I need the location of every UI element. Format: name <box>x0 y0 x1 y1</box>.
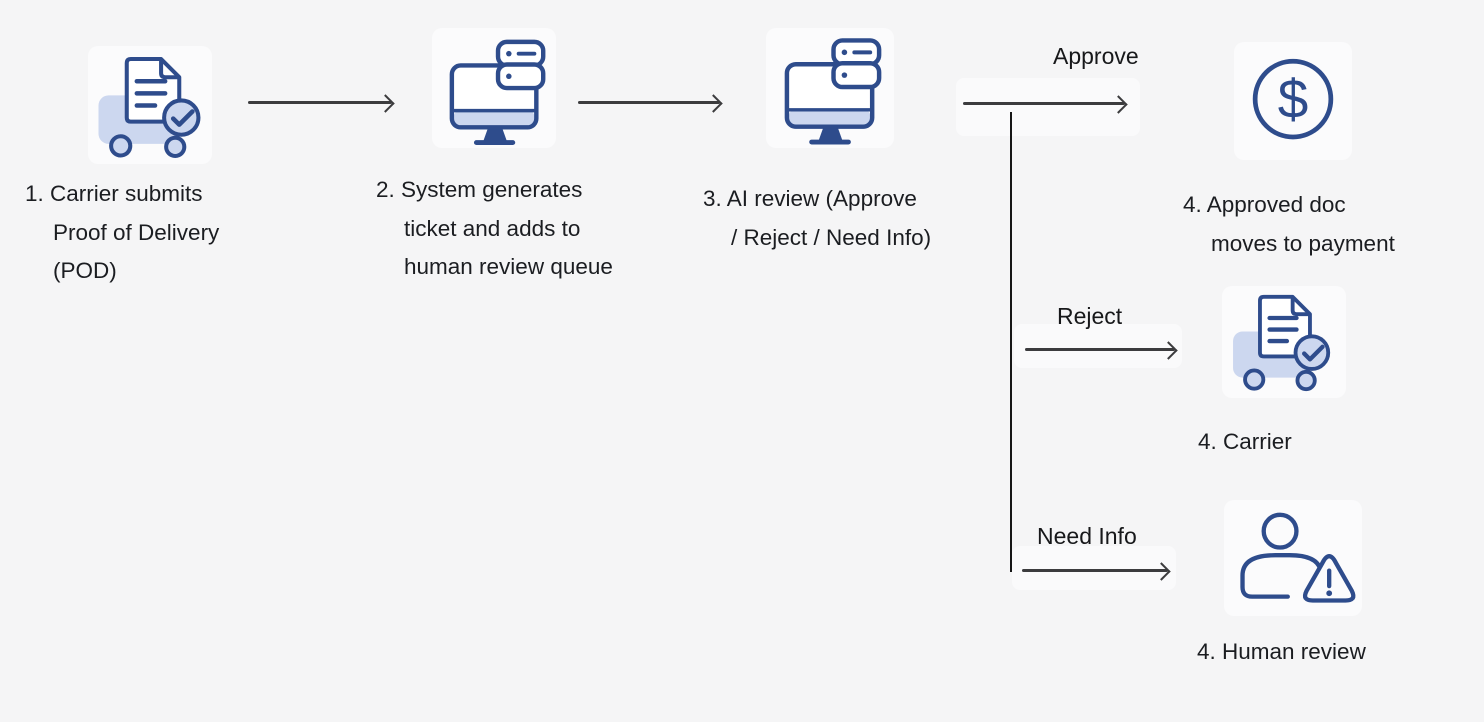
approve-branch-label: Approve <box>1053 43 1139 69</box>
person-alert-icon <box>1230 507 1360 615</box>
reject-arrow-plate <box>1014 324 1182 368</box>
step2-label: 2. System generates ticket and adds to h… <box>376 171 613 287</box>
step2-line3: human review queue <box>404 254 613 279</box>
arrow-reject <box>1025 348 1175 351</box>
reject-outcome-label: 4. Carrier <box>1198 423 1292 462</box>
arrow-step1-to-step2 <box>248 101 392 104</box>
step3-line2: / Reject / Need Info) <box>731 224 932 250</box>
reject-outcome-line1: 4. Carrier <box>1198 429 1292 454</box>
approve-outcome-line2: moves to payment <box>1211 230 1395 256</box>
step3-line1: 3. AI review (Approve <box>703 186 917 211</box>
arrow-approve <box>963 102 1125 105</box>
approve-arrow-plate <box>956 78 1140 136</box>
approve-outcome-line1: 4. Approved doc <box>1183 192 1346 217</box>
truck-document-check-icon <box>96 55 208 160</box>
arrow-need-info <box>1022 569 1168 572</box>
step1-line1: 1. Carrier submits <box>25 181 203 206</box>
step1-line2: Proof of Delivery <box>53 219 220 245</box>
reject-branch-label: Reject <box>1057 303 1123 329</box>
step3-label: 3. AI review (Approve / Reject / Need In… <box>703 180 931 257</box>
step2-line2: ticket and adds to <box>404 215 581 241</box>
need-info-outcome-label: 4. Human review <box>1197 633 1366 672</box>
need-info-arrow-plate <box>1012 546 1176 590</box>
arrow-step2-to-step3 <box>578 101 720 104</box>
dollar-circle-icon <box>1240 47 1346 155</box>
step1-line3: (POD) <box>53 258 117 283</box>
approve-outcome-label: 4. Approved doc moves to payment <box>1183 186 1395 263</box>
step2-line1: 2. System generates <box>376 177 583 202</box>
step1-label: 1. Carrier submits Proof of Delivery (PO… <box>25 175 219 291</box>
need-info-outcome-line1: 4. Human review <box>1197 639 1366 664</box>
monitor-server-icon <box>778 34 892 146</box>
monitor-server-icon <box>443 36 556 146</box>
truck-document-check-icon <box>1230 293 1338 393</box>
need-info-branch-label: Need Info <box>1037 523 1137 549</box>
branch-trunk-line <box>1010 112 1012 572</box>
